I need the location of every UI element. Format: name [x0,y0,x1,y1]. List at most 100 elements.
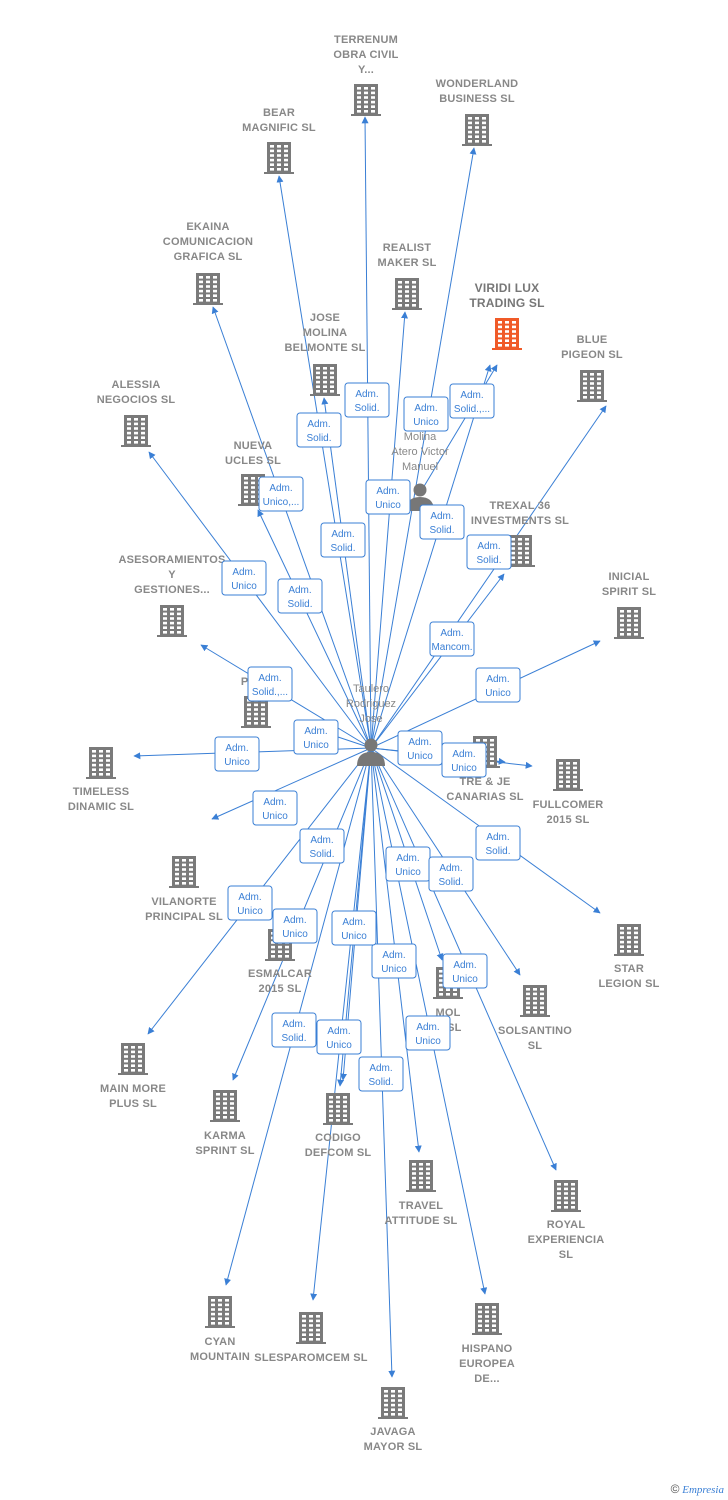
role-box-taulero-star[interactable]: Adm.Solid. [475,825,521,861]
building-icon-asesoramientos[interactable] [157,605,187,637]
role-box-taulero-alessia[interactable]: Adm.Unico [221,560,267,596]
building-icon-javaga[interactable] [378,1387,408,1419]
building-icon-star[interactable] [614,924,644,956]
role-box-taulero-hispano[interactable]: Adm.Unico [405,1015,451,1051]
role-box-taulero-solsantino[interactable]: Adm.Solid. [428,856,474,892]
role-box-taulero-asesoramientos[interactable]: Adm.Solid.,... [247,666,293,702]
building-icon-trexal[interactable] [505,535,535,567]
building-window [391,1399,395,1402]
role-box-taulero-codigo[interactable]: Adm.Unico [316,1019,362,1055]
building-icon-bear[interactable] [264,142,294,174]
building-icon-travel[interactable] [406,1160,436,1192]
building-window [336,1105,340,1108]
role-box-taulero-jose_molina[interactable]: Adm.Solid. [320,522,366,558]
building-window [211,1308,215,1311]
building-icon-wonderland[interactable] [462,114,492,146]
label-line: BUSINESS SL [439,93,515,105]
role-box-taulero-fullcomer[interactable]: Adm.Unico [441,742,487,778]
building-window [124,1069,128,1072]
building-icon-blue[interactable] [577,370,607,402]
role-box-taulero-esmalcar[interactable]: Adm.Unico [272,908,318,944]
building-icon-jose_molina[interactable] [310,364,340,396]
role-box-taulero-timeless[interactable]: Adm.Unico [214,736,260,772]
building-icon-alessia[interactable] [121,415,151,447]
role-text: Unico [282,929,308,940]
building-icon-karma[interactable] [210,1090,240,1122]
role-box-taulero-blue[interactable]: Adm.Solid. [466,534,512,570]
role-box-taulero-karma[interactable]: Adm.Solid. [271,1012,317,1048]
role-box-taulero-bear[interactable]: Adm.Solid. [296,412,342,448]
building-window [244,495,248,498]
role-box-taulero-plas[interactable]: Adm.Unico [293,719,339,755]
role-box-taulero-javaga[interactable]: Adm.Solid. [358,1056,404,1092]
building-window [323,371,327,375]
role-box-taulero-vilanorte[interactable]: Adm.Unico [252,790,298,826]
building-window [573,785,577,788]
role-box-taulero-viridi[interactable]: Adm.Solid.,... [449,383,495,419]
label-line: SLESPAROMCEM SL [254,1352,367,1364]
role-box-taulero-mol[interactable]: Adm.Unico [385,846,431,882]
building-window [511,538,515,541]
building-window [468,126,472,129]
building-icon-hispano[interactable] [472,1303,502,1335]
building-window [182,882,186,885]
building-icon-fullcomer[interactable] [553,759,583,791]
building-icon-terrenum[interactable] [351,84,381,116]
role-box-taulero-wonderland[interactable]: Adm.Unico [403,396,449,432]
building-window [485,1306,489,1309]
building-icon-realist[interactable] [392,278,422,310]
building-icon-timeless[interactable] [86,747,116,779]
building-window [357,110,361,113]
role-text: Solid. [287,599,312,610]
building-window [175,863,179,867]
role-box-taulero-ekaina[interactable]: Adm.Solid. [277,578,323,614]
person-icon-taulero[interactable] [357,738,385,767]
building-icon-inicial[interactable] [614,607,644,639]
role-box-taulero-trexal[interactable]: Adm.Mancom. [429,621,475,657]
role-box-taulero-travel[interactable]: Adm.Unico [371,943,417,979]
building-window [426,1163,430,1166]
building-window [566,780,570,783]
building-icon-vilanorte[interactable] [169,856,199,888]
role-text: Adm. [477,541,500,552]
building-icon-viridi[interactable] [492,318,522,350]
building-window [138,1059,142,1063]
building-icon-ekaina[interactable] [193,273,223,305]
building-window [540,997,544,1000]
building-icon-slesparomcem[interactable] [296,1312,326,1344]
label-line: NUEVA [234,440,273,452]
building-window [302,1319,306,1323]
role-box-frame [428,856,474,892]
role-box-taulero-slesparomcem[interactable]: Adm.Unico [331,910,377,946]
footer-brand[interactable]: © Empresia [671,1482,724,1496]
building-window [284,163,288,166]
role-box-taulero-tre_je[interactable]: Adm.Unico [397,730,443,766]
building-icon-royal[interactable] [551,1180,581,1212]
building-icon-solsantino[interactable] [520,985,550,1017]
role-box-taulero-inicial[interactable]: Adm.Unico [475,667,521,703]
label-line: STAR [614,963,644,975]
building-window [627,950,631,953]
building-icon-codigo[interactable] [323,1093,353,1125]
role-text: Solid. [354,403,379,414]
building-window [216,1116,220,1119]
building-window [124,1046,128,1049]
label-line: SL [559,1249,574,1261]
building-icon-cyan[interactable] [205,1296,235,1328]
role-box-molina-viridi[interactable]: Adm.Solid. [419,504,465,540]
role-box-taulero-main_more[interactable]: Adm.Unico [227,885,273,921]
role-box-taulero-royal[interactable]: Adm.Unico [442,953,488,989]
building-window [512,334,516,338]
role-box-taulero-terrenum[interactable]: Adm.Solid. [344,382,390,418]
role-box-taulero-cyan[interactable]: Adm.Solid. [299,828,345,864]
role-box-taulero-nueva[interactable]: Adm.Unico,... [258,476,304,512]
building-window [302,1333,306,1336]
building-window [597,391,601,394]
building-icon-main_more[interactable] [118,1043,148,1075]
building-window [475,126,479,129]
role-text: Adm. [369,1063,392,1074]
role-box-taulero-realist[interactable]: Adm.Unico [365,479,411,515]
